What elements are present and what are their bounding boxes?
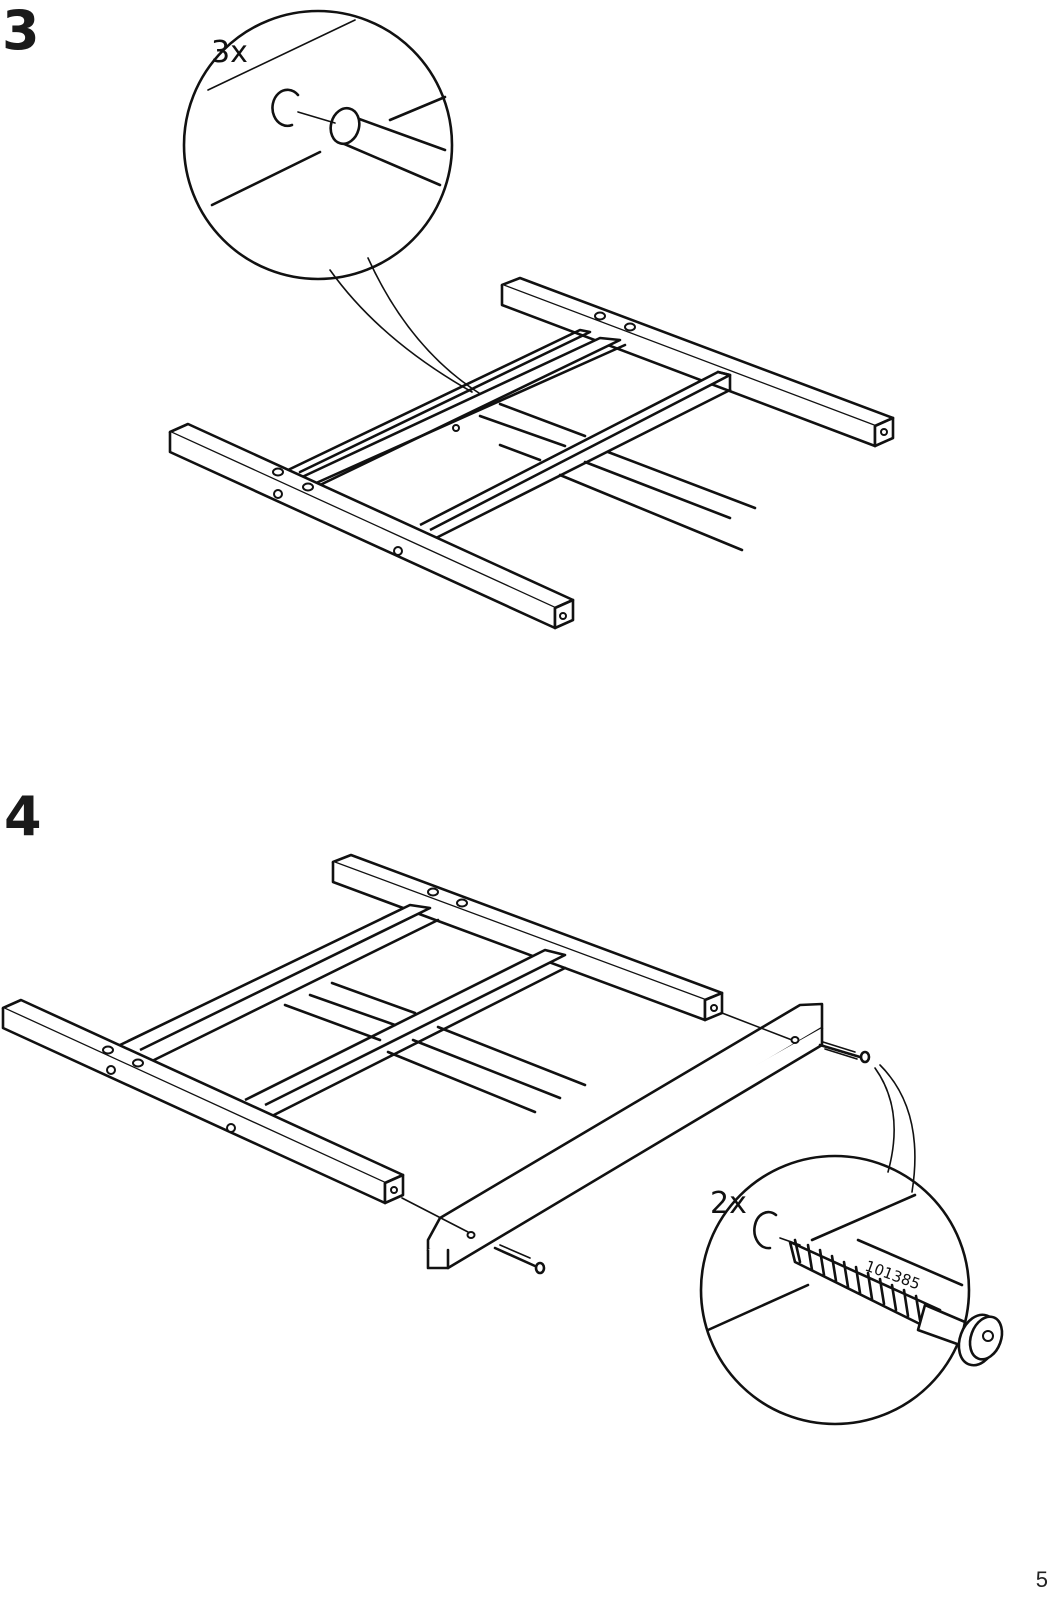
step-4-drawing: 101385 2x: [3, 855, 1008, 1424]
step-3-quantity-label: 3x: [211, 35, 248, 70]
step-4-back-rail: [333, 855, 722, 1020]
step-4-quantity-label: 2x: [710, 1186, 747, 1221]
step-3-drawing: 3x: [170, 11, 893, 628]
step-4-front-rail: [3, 1000, 403, 1203]
step-3-dowels: [453, 404, 755, 550]
step-4-detail-callout: 101385 2x: [701, 1065, 1008, 1424]
page-number: 5: [1036, 1567, 1048, 1593]
step-4-dowels: [285, 983, 585, 1112]
step-4-side-stretcher: [402, 1004, 822, 1268]
step-3-detail-callout: 3x: [184, 11, 482, 395]
